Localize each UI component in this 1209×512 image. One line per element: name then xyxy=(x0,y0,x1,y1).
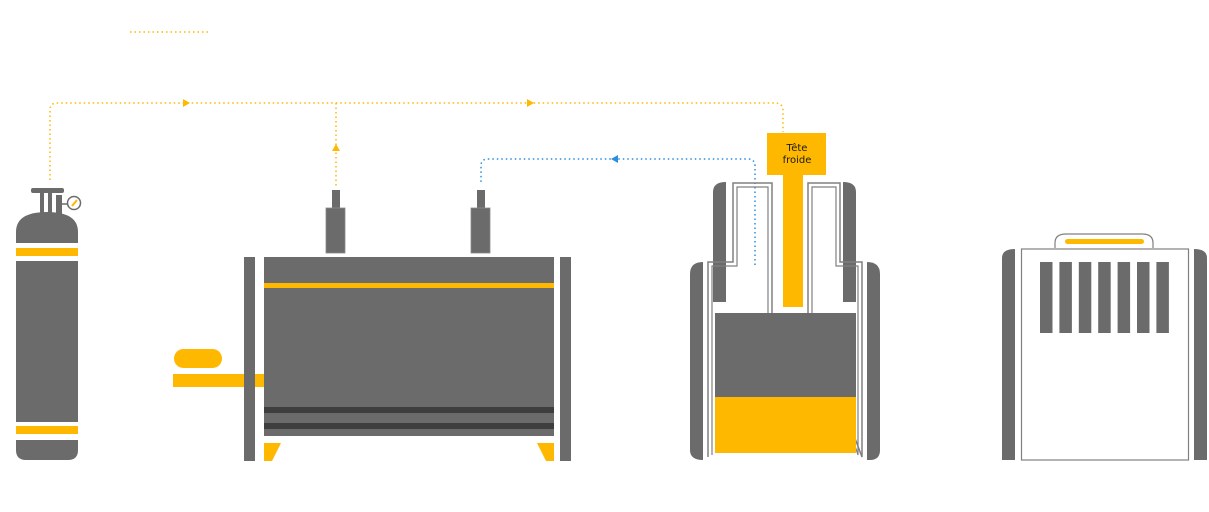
compressor-vent-slot xyxy=(1117,262,1131,333)
cryostat-outer-shell-upper-right xyxy=(843,182,856,302)
cold-head-label-line1: Tête xyxy=(786,142,808,154)
cylinder-body-top xyxy=(16,212,78,243)
compressor-vent-slot xyxy=(1040,262,1053,333)
tank-dark-stripe xyxy=(264,407,554,413)
cylinder-band-bottom xyxy=(16,426,78,434)
tank-port xyxy=(325,207,346,254)
cryostat-gas-region xyxy=(715,313,856,397)
compressor-vent-slot xyxy=(1078,262,1092,333)
cryostat-inner-wall xyxy=(711,186,859,456)
tank-port-neck xyxy=(477,190,485,208)
cold-head xyxy=(767,133,826,175)
cryostat-tank xyxy=(173,190,571,461)
cylinder-valve-post xyxy=(56,195,62,215)
compressor-handle xyxy=(1054,233,1154,248)
compressor-vent-slot xyxy=(1098,262,1111,333)
cylinder-valve-post xyxy=(40,193,44,213)
cryostat-liquid-region xyxy=(715,397,856,453)
cold-head-label-line2: froide xyxy=(783,155,812,166)
cryostat-outer-shell-lower-right xyxy=(867,262,880,460)
tank-dark-stripe xyxy=(264,423,554,429)
arrow-right-icon xyxy=(183,99,190,107)
tank-left-wall-overlay xyxy=(244,370,255,390)
arrow-left-icon xyxy=(611,155,618,163)
compressor-side-right xyxy=(1194,249,1207,460)
helium-supply-line xyxy=(49,102,784,180)
tank-inlet-pipe xyxy=(173,374,264,387)
tank-right-wall xyxy=(560,257,571,461)
arrow-up-icon xyxy=(332,144,340,151)
tank-foot-left xyxy=(264,443,281,461)
tank-foot-right xyxy=(537,443,554,461)
cryostat-outer-shell-upper-left xyxy=(713,182,726,302)
cryostat-to-tank-line xyxy=(480,158,756,265)
gas-cylinder xyxy=(16,188,82,460)
tank-port-neck xyxy=(332,190,340,208)
tank-port xyxy=(470,207,491,254)
tank-left-wall xyxy=(244,257,255,461)
gauge-needle xyxy=(71,199,78,207)
compressor-side-left xyxy=(1002,249,1015,460)
compressor-handle-grip xyxy=(1065,239,1144,244)
cryocooler-chamber: Tête froide xyxy=(690,133,880,460)
cylinder-body xyxy=(16,261,78,422)
cryostat-inner-vessel xyxy=(707,182,863,458)
cylinder-valve-post xyxy=(48,193,52,213)
compressor-vent-slot xyxy=(1059,262,1072,333)
cylinder-valve-cap xyxy=(31,188,64,193)
cylinder-body-bottom xyxy=(16,440,78,460)
cylinder-band-top xyxy=(16,248,78,256)
compressor-vent-slot xyxy=(1137,262,1150,333)
cryostat-outer-shell-lower-left xyxy=(690,262,703,460)
compressor-vents xyxy=(1040,262,1169,333)
cold-head-stem xyxy=(783,175,803,307)
compressor-vent-slot xyxy=(1156,262,1169,333)
arrow-right-icon xyxy=(527,99,534,107)
tank-yellow-stripe xyxy=(264,283,554,288)
tank-inlet-cap xyxy=(174,349,222,368)
